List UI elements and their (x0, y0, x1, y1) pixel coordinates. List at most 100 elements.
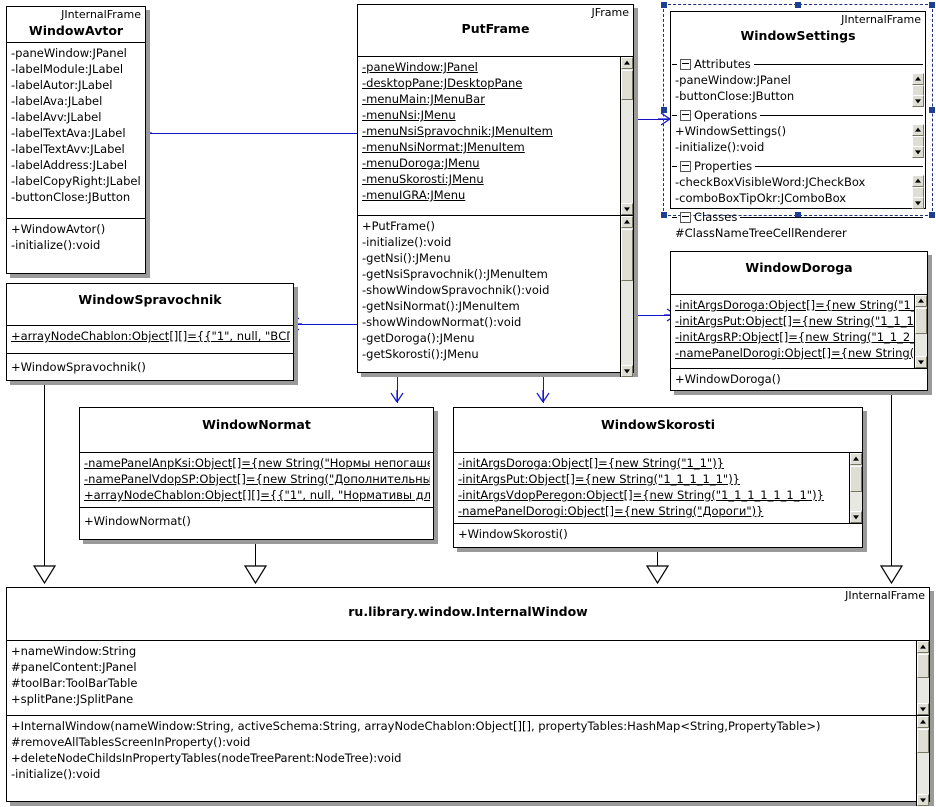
windowsettings-attributes: -paneWindow:JPanel-buttonClose:JButton (671, 72, 925, 108)
member-row: -getDoroga():JMenu (362, 331, 475, 345)
scroll-up-button[interactable] (912, 175, 924, 187)
scroll-up-button[interactable] (917, 641, 929, 653)
scroll-down-button[interactable] (917, 703, 929, 715)
windowdoroga-name: WindowDoroga (745, 260, 853, 275)
group-header-attributes[interactable]: Attributes (671, 57, 925, 72)
resize-handle-ne[interactable] (929, 2, 935, 8)
divider (671, 368, 927, 369)
group-dash (672, 217, 677, 218)
class-box-windowsettings[interactable]: JInternalFrame WindowSettings Attributes… (670, 11, 926, 240)
divider (7, 218, 145, 219)
resize-handle-se[interactable] (929, 212, 935, 218)
gen-line-windowdoroga (891, 391, 892, 567)
group-header-operations[interactable]: Operations (671, 108, 925, 123)
member-row: +WindowSpravochnik() (11, 360, 146, 374)
windowsettings-classes: #ClassNameTreeCellRenderer (671, 225, 925, 245)
member-row: -menuDoroga:JMenu (362, 156, 480, 170)
attributes-scrollbar[interactable] (912, 73, 924, 107)
class-box-windowdoroga[interactable]: WindowDoroga -initArgsDoroga:Object[]={n… (670, 251, 928, 391)
class-box-internalwindow[interactable]: JInternalFrame ru.library.window.Interna… (6, 587, 930, 806)
member-row: -showWindowNormat():void (362, 315, 522, 329)
scroll-up-button[interactable] (850, 453, 862, 465)
scroll-down-button[interactable] (917, 794, 929, 806)
scroll-up-button[interactable] (621, 216, 633, 228)
resize-handle-s[interactable] (795, 212, 801, 218)
scroll-thumb[interactable] (850, 466, 862, 492)
operations-scrollbar[interactable] (912, 124, 924, 158)
member-row: -labelTextAva:JLabel (11, 126, 126, 140)
scroll-down-button[interactable] (912, 197, 924, 209)
scroll-up-button[interactable] (912, 124, 924, 136)
collapse-minus-icon[interactable] (680, 59, 691, 70)
member-row: -menuNsiNormat:JMenuItem (362, 140, 525, 154)
attributes-scrollbar[interactable] (620, 57, 633, 215)
member-row: +WindowNormat() (84, 514, 191, 528)
class-box-windowskorosti[interactable]: WindowSkorosti -initArgsDoroga:Object[]=… (453, 407, 863, 548)
collapse-minus-icon[interactable] (680, 212, 691, 223)
scroll-down-button[interactable] (621, 365, 633, 377)
scroll-thumb[interactable] (917, 654, 929, 678)
member-row: -initialize():void (11, 767, 101, 781)
scroll-thumb[interactable] (621, 70, 633, 100)
member-row: -comboBoxTipOkr:JComboBox (675, 191, 847, 205)
scroll-thumb[interactable] (915, 308, 927, 334)
member-row: -initialize():void (675, 140, 765, 154)
attributes-scrollbar[interactable] (914, 295, 927, 368)
internalwindow-name: ru.library.window.InternalWindow (348, 604, 588, 619)
member-row: -paneWindow:JPanel (11, 46, 127, 60)
windowsettings-properties: -checkBoxVisibleWord:JCheckBox-comboBoxT… (671, 174, 925, 210)
class-box-windowspravochnik[interactable]: WindowSpravochnik +arrayNodeChablon:Obje… (6, 283, 294, 381)
scroll-down-button[interactable] (912, 146, 924, 158)
class-box-windownormat[interactable]: WindowNormat -namePanelAnpKsi:Object[]={… (79, 407, 434, 540)
class-box-windowavtor[interactable]: JInternalFrame WindowAvtor -paneWindow:J… (6, 6, 146, 274)
gen-triangle-windownormat (243, 565, 268, 589)
putframe-attribute-list: -paneWindow:JPanel-desktopPane:JDesktopP… (358, 57, 633, 205)
scroll-down-button[interactable] (850, 511, 862, 523)
divider (7, 353, 293, 354)
group-header-properties[interactable]: Properties (671, 159, 925, 174)
member-row: -getSkorosti():JMenu (362, 347, 479, 361)
attributes-scrollbar[interactable] (849, 453, 862, 523)
scroll-up-button[interactable] (915, 295, 927, 307)
scroll-down-button[interactable] (621, 203, 633, 215)
operations-scrollbar[interactable] (620, 216, 633, 377)
resize-handle-sw[interactable] (661, 212, 667, 218)
assoc-line-putframe-windowsettings (634, 119, 668, 120)
windownormat-attribute-list: -namePanelAnpKsi:Object[]={new String("Н… (80, 453, 433, 505)
divider (7, 715, 929, 716)
collapse-minus-icon[interactable] (680, 110, 691, 121)
collapse-minus-icon[interactable] (680, 161, 691, 172)
putframe-name: PutFrame (461, 21, 530, 36)
windowskorosti-header: WindowSkorosti (454, 408, 862, 452)
selection-frame-windowsettings[interactable] (661, 2, 935, 218)
resize-handle-n[interactable] (795, 2, 801, 8)
resize-handle-e[interactable] (929, 107, 935, 113)
member-row: -menuIGRA:JMenu (362, 188, 466, 202)
scroll-thumb[interactable] (621, 229, 633, 281)
scroll-thumb[interactable] (917, 729, 929, 753)
scroll-up-button[interactable] (917, 716, 929, 728)
resize-handle-w[interactable] (661, 107, 667, 113)
assoc-line-putframe-windownormat (397, 371, 398, 403)
properties-scrollbar[interactable] (912, 175, 924, 209)
member-row: -initArgsRP:Object[]={new String("1_1_2_ (675, 330, 916, 344)
windowavtor-operations: +WindowAvtor()-initialize():void (7, 219, 145, 259)
resize-handle-nw[interactable] (661, 2, 667, 8)
attributes-scrollbar[interactable] (916, 641, 929, 715)
scroll-down-button[interactable] (912, 95, 924, 107)
scroll-up-button[interactable] (912, 73, 924, 85)
member-row: -labelAva:JLabel (11, 94, 103, 108)
class-box-putframe[interactable]: JFrame PutFrame -paneWindow:JPanel-deskt… (357, 4, 634, 377)
scroll-up-button[interactable] (621, 57, 633, 69)
windowspravochnik-operation-list: +WindowSpravochnik() (7, 354, 293, 377)
windowskorosti-operations: +WindowSkorosti() (454, 524, 862, 558)
operations-scrollbar[interactable] (916, 716, 929, 806)
member-row: -menuNsi:JMenu (362, 108, 456, 122)
scroll-down-button[interactable] (915, 356, 927, 368)
member-row: -initArgsPut:Object[]={new String("1_1_1… (458, 472, 741, 486)
group-header-classes[interactable]: Classes (671, 210, 925, 225)
assoc-line-putframe-windowdoroga (634, 315, 674, 316)
member-row: -buttonClose:JButton (11, 190, 131, 204)
windowdoroga-operation-list: +WindowDoroga() (671, 369, 927, 389)
assoc-line-putframe-windowavtor (146, 133, 358, 134)
